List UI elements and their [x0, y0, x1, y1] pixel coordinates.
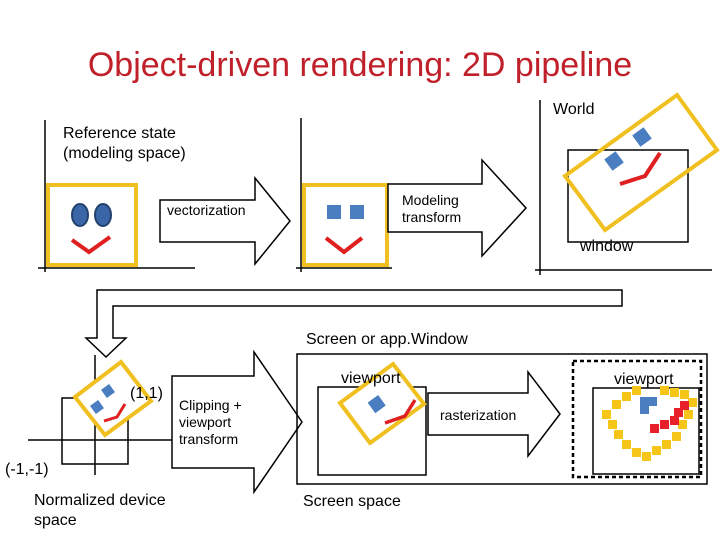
world-eye-1-icon: [632, 127, 652, 147]
left-eye-icon: [71, 203, 89, 227]
vectorized-axes: [296, 118, 392, 272]
world-label: World: [553, 101, 595, 118]
modeling-transform-label: Modeling transform: [402, 192, 461, 226]
vectorization-label: vectorization: [167, 202, 246, 218]
vectorization-arrow: [159, 175, 291, 267]
right-viewport-label: viewport: [614, 371, 674, 388]
viewport-eye-icon: [367, 395, 386, 414]
clipping-line1: Clipping +: [179, 397, 242, 413]
right-eye-icon: [94, 203, 112, 227]
modeling-space-axes: [38, 120, 195, 272]
screen-app-window: [296, 353, 708, 485]
page-title: Object-driven rendering: 2D pipeline: [87, 46, 633, 84]
connector-arrow: [84, 289, 623, 359]
ndc-eye-1-icon: [101, 384, 115, 398]
left-square-eye-icon: [327, 205, 341, 219]
reference-state-label: Reference state (modeling space): [63, 124, 186, 164]
right-square-eye-icon: [350, 205, 364, 219]
vectorized-face-frame: [302, 183, 389, 267]
world-face-frame: [562, 92, 720, 233]
reference-state-line2: (modeling space): [63, 145, 186, 162]
normalized-line2: space: [34, 512, 77, 529]
world-axes: [535, 100, 712, 275]
rasterization-label: rasterization: [440, 407, 517, 423]
modeling-transform-arrow: [387, 158, 528, 258]
screen-space-label: Screen space: [303, 493, 401, 510]
rasterization-arrow: [427, 369, 561, 459]
clipping-line3: transform: [179, 431, 239, 447]
normalized-line1: Normalized device: [34, 492, 166, 509]
vector-mouth-icon: [324, 236, 364, 255]
window-label: window: [580, 238, 634, 255]
left-viewport-label: viewport: [341, 370, 401, 387]
clipping-line2: viewport: [179, 414, 232, 430]
right-viewport: [571, 359, 703, 479]
clipping-label: Clipping + viewport transform: [179, 397, 242, 448]
modeling-transform-line1: Modeling: [402, 192, 459, 208]
raster-pixels: [602, 386, 697, 461]
ndc-eye-2-icon: [90, 400, 104, 414]
reference-face-frame: [46, 183, 138, 267]
clipping-arrow: [171, 349, 303, 495]
screen-or-appwindow-label: Screen or app.Window: [306, 331, 468, 348]
ndc-face-frame: [72, 359, 154, 438]
ndc-min-coord-label: (-1,-1): [5, 461, 49, 478]
smile-icon: [70, 235, 112, 255]
world-eye-2-icon: [604, 151, 624, 171]
world-window: [567, 149, 689, 243]
normalized-device-space-label: Normalized device space: [34, 491, 166, 531]
viewport-mouth-icon: [384, 399, 417, 425]
modeling-transform-line2: transform: [402, 209, 462, 225]
ndc-max-coord-label: (1,1): [130, 385, 163, 402]
ndc-mouth-icon: [103, 403, 127, 423]
world-mouth-icon: [619, 151, 662, 186]
reference-state-line1: Reference state: [63, 125, 176, 142]
raster-viewport: [592, 387, 700, 475]
